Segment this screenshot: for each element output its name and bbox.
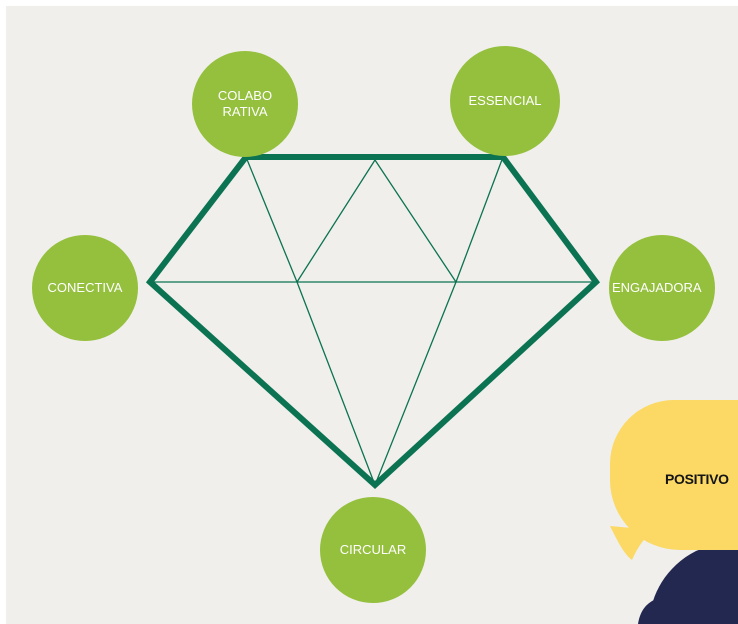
- speech-bubble: [610, 400, 738, 550]
- node-engajadora-label: ENGAJADORA: [612, 280, 702, 295]
- facet-line: [374, 159, 457, 283]
- facet-line: [296, 281, 376, 486]
- node-essencial: ESSENCIAL: [450, 46, 560, 156]
- person-figure: [650, 546, 738, 624]
- node-engajadora: ENGAJADORA: [609, 235, 715, 341]
- facet-line: [374, 281, 457, 486]
- node-conectiva: CONECTIVA: [32, 235, 138, 341]
- diagram-canvas: COLABO RATIVA ESSENCIAL CONECTIVA ENGAJA…: [6, 6, 738, 624]
- node-colaborativa-line1: COLABO: [217, 88, 273, 103]
- node-colaborativa-line2: RATIVA: [222, 104, 268, 119]
- facet-line: [296, 159, 376, 283]
- person-figure-shoulder: [638, 600, 666, 624]
- node-essencial-label: ESSENCIAL: [468, 93, 542, 108]
- node-colaborativa: COLABO RATIVA: [192, 51, 298, 157]
- speech-bubble-text: POSITIVO: [665, 471, 729, 487]
- diamond-outline: [145, 154, 601, 490]
- node-circular: CIRCULAR: [320, 497, 426, 603]
- node-conectiva-label: CONECTIVA: [47, 280, 123, 295]
- node-circular-label: CIRCULAR: [339, 542, 407, 557]
- facet-line: [455, 156, 504, 283]
- facet-line: [245, 156, 298, 283]
